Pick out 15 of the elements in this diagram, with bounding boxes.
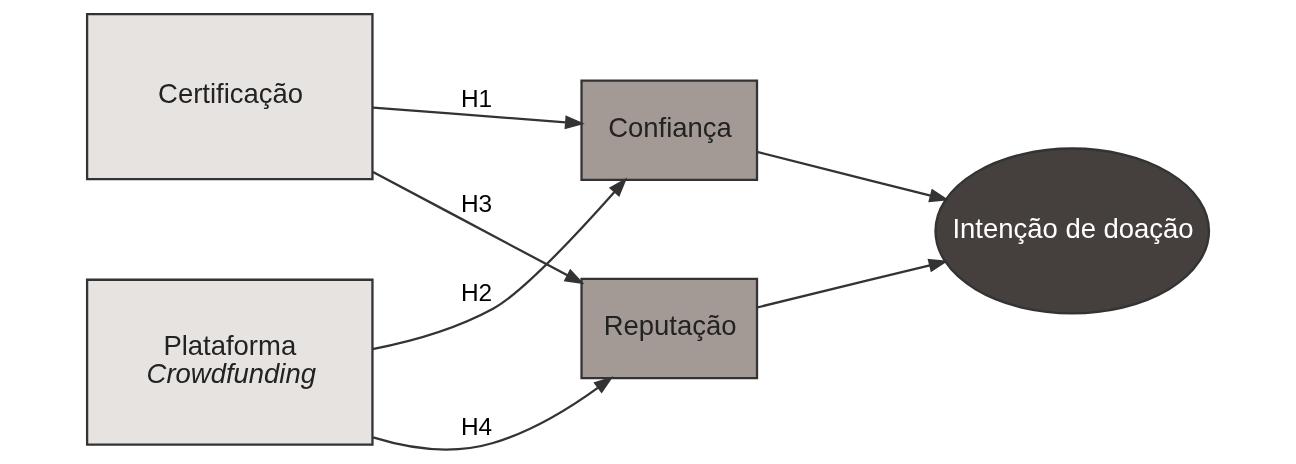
node-box: Certificação <box>85 13 374 181</box>
arrow <box>756 258 949 309</box>
node-box: Reputação <box>580 277 759 380</box>
edge-label: H2 <box>460 278 493 306</box>
node-box: Confiança <box>580 79 759 181</box>
edge-label: H3 <box>460 190 493 218</box>
arrow <box>756 150 950 203</box>
arrow <box>372 106 585 130</box>
node-box: Plataforma Crowdfunding <box>85 278 374 446</box>
node-ellipse: Intenção de doação <box>934 147 1211 315</box>
arrow <box>372 170 585 285</box>
arrow <box>372 177 628 351</box>
edge-label: H4 <box>460 413 493 441</box>
edge-label: H1 <box>460 85 493 112</box>
arrow <box>372 376 614 451</box>
